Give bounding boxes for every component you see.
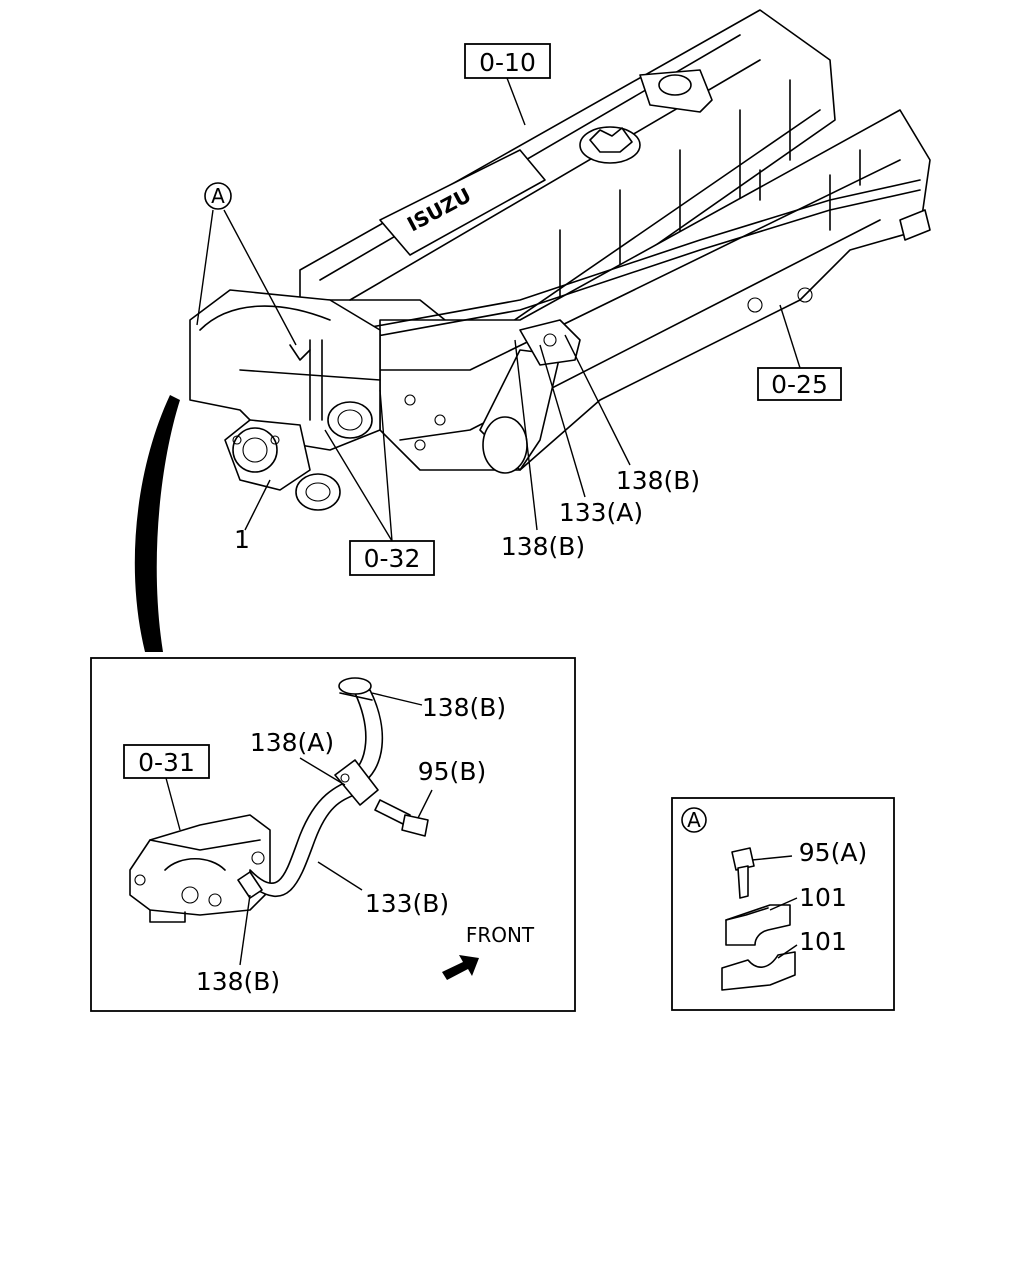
- label-133a: 133(A): [559, 498, 643, 527]
- detail-a-panel: A 95(A) 101 101: [671, 797, 895, 1011]
- front-indicator: FRONT: [442, 923, 535, 980]
- callout-a-main-label: A: [211, 184, 225, 208]
- front-arrow-icon: [442, 955, 479, 980]
- ref-box-0-31: 0-31: [123, 744, 210, 831]
- callout-a-detail: A: [681, 807, 707, 833]
- callout-a-detail-label: A: [687, 808, 701, 832]
- label-138b-bottom: 138(B): [196, 967, 280, 996]
- label-138b-left: 138(B): [501, 532, 585, 561]
- label-101-bottom: 101: [799, 927, 847, 956]
- label-138b-right: 138(B): [616, 466, 700, 495]
- callout-a-main: A: [196, 182, 297, 346]
- ref-0-32-label: 0-32: [364, 544, 421, 573]
- label-101-top: 101: [799, 883, 847, 912]
- main-part-labels: 1 138(B) 133(A) 138(B): [234, 334, 700, 561]
- ref-box-0-10: 0-10: [464, 43, 551, 126]
- engine-illustration: ISUZU: [134, 9, 931, 652]
- label-133b: 133(B): [365, 889, 449, 918]
- ref-box-0-25: 0-25: [757, 304, 842, 401]
- inset-panel: 0-31 138(B) 138(A) 95(B) 133(B): [90, 657, 576, 1012]
- label-95a: 95(A): [799, 838, 867, 867]
- ref-0-31-label: 0-31: [138, 748, 195, 777]
- ref-box-0-32: 0-32: [324, 389, 435, 576]
- label-138a: 138(A): [250, 728, 334, 757]
- label-1: 1: [234, 525, 250, 554]
- ref-0-25-label: 0-25: [771, 370, 828, 399]
- label-95b: 95(B): [418, 757, 486, 786]
- label-138b-top: 138(B): [422, 693, 506, 722]
- ref-0-10-label: 0-10: [479, 48, 536, 77]
- front-label: FRONT: [466, 923, 535, 947]
